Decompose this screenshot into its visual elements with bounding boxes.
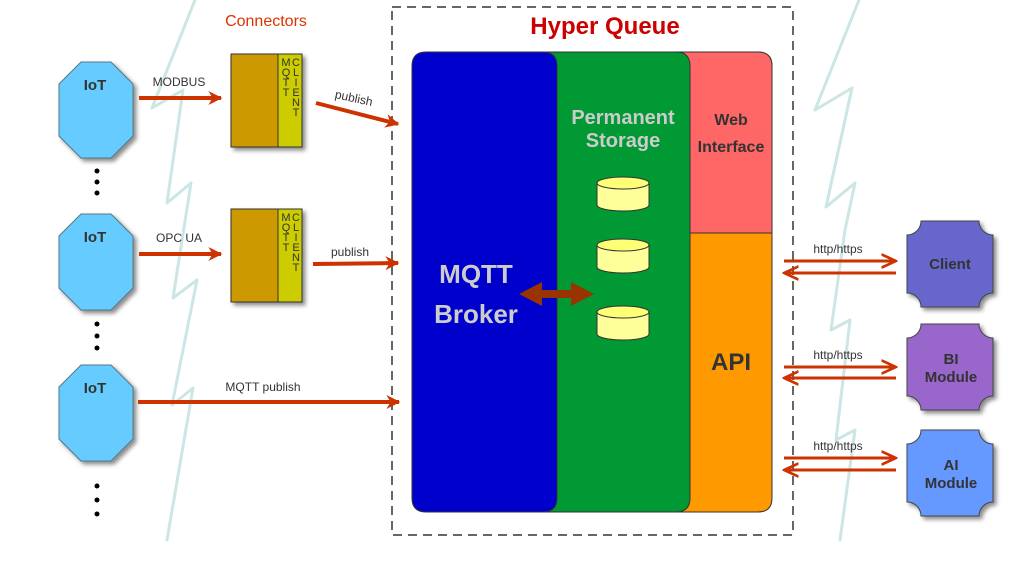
mqtt-client-letter: I (294, 232, 297, 244)
client-node[interactable]: Client (906, 220, 994, 308)
storage-label-line1: Permanent (571, 107, 675, 129)
mqtt-client-letter: N (292, 252, 300, 264)
mqtt-client-letter: T (283, 232, 290, 244)
database-icon (596, 305, 650, 341)
mqtt-client-letter: L (293, 67, 299, 79)
mqtt-client-letter: L (293, 222, 299, 234)
ellipsis-dot (94, 483, 100, 489)
ellipsis-dot (94, 345, 100, 351)
iot-device-label: IoT (84, 77, 107, 94)
publish-arrow (315, 101, 400, 128)
mqtt-client-letter: M (281, 57, 290, 69)
consumer-label-line1: BI (944, 351, 959, 368)
broker-label-line1: MQTT (439, 259, 513, 289)
consumer-label-line2: Module (925, 475, 978, 492)
ellipsis-dot (94, 168, 100, 174)
api-label: API (711, 349, 751, 376)
iot-device-label: IoT (84, 380, 107, 397)
hyper-queue-title: Hyper Queue (530, 13, 679, 40)
consumer-label-line2: Module (925, 369, 978, 386)
iot-device[interactable]: IoT (58, 61, 134, 159)
ellipsis-dot (94, 497, 100, 503)
mqtt-client-letter: T (293, 107, 300, 119)
mqtt-client-letter: I (294, 77, 297, 89)
database-icon (596, 176, 650, 212)
mqtt-client-letter: T (293, 262, 300, 274)
permanent-storage-panel[interactable] (539, 51, 691, 513)
mqtt-client-letter: Q (282, 222, 291, 234)
publish-label: publish (334, 87, 374, 109)
iot-device-label: IoT (84, 229, 107, 246)
mqtt-client-letter: N (292, 97, 300, 109)
mqtt-client-letter: C (292, 212, 300, 224)
mqtt-client-letter: M (281, 212, 290, 224)
consumer-label-line1: Client (929, 256, 971, 273)
ellipsis-dot (94, 321, 100, 327)
web-interface-label-line1: Web (714, 112, 748, 129)
api-panel[interactable] (671, 51, 773, 513)
web-interface-panel[interactable] (671, 51, 773, 234)
connectors-label: Connectors (225, 13, 307, 30)
protocol-label: MODBUS (153, 75, 206, 89)
ellipsis-dot (94, 333, 100, 339)
mqtt-client-letter: T (283, 87, 290, 99)
http-protocol-label: http/https (813, 439, 862, 453)
protocol-label: OPC UA (156, 231, 202, 245)
ellipsis-dot (94, 190, 100, 196)
mqtt-client-strip (277, 53, 303, 148)
publish-label: publish (331, 245, 369, 259)
web-interface-label-line2: Interface (698, 139, 765, 156)
lightning-right-icon (813, 0, 861, 542)
iot-device[interactable]: IoT (58, 213, 134, 311)
storage-label-line2: Storage (586, 130, 660, 152)
consumer-label-line1: AI (944, 457, 959, 474)
mqtt-client-letter: Q (282, 67, 291, 79)
mqtt-client-letter: T (283, 242, 290, 254)
ellipsis-dot (94, 511, 100, 517)
http-protocol-label: http/https (813, 242, 862, 256)
broker-label-line2: Broker (434, 299, 518, 329)
mqtt-client-letter: C (292, 57, 300, 69)
mqtt-client-letter: T (283, 77, 290, 89)
mqtt-broker-panel[interactable] (411, 51, 558, 513)
database-icon (596, 238, 650, 274)
http-protocol-label: http/https (813, 348, 862, 362)
iot-device[interactable]: IoT (58, 364, 134, 462)
protocol-label: MQTT publish (225, 380, 300, 394)
broker-storage-bidirectional-arrow (519, 282, 594, 306)
ellipsis-dot (94, 179, 100, 185)
mqtt-client-letter: E (292, 242, 299, 254)
mqtt-client-strip (277, 208, 303, 303)
mqtt-client-letter: E (292, 87, 299, 99)
publish-arrow (312, 256, 400, 271)
